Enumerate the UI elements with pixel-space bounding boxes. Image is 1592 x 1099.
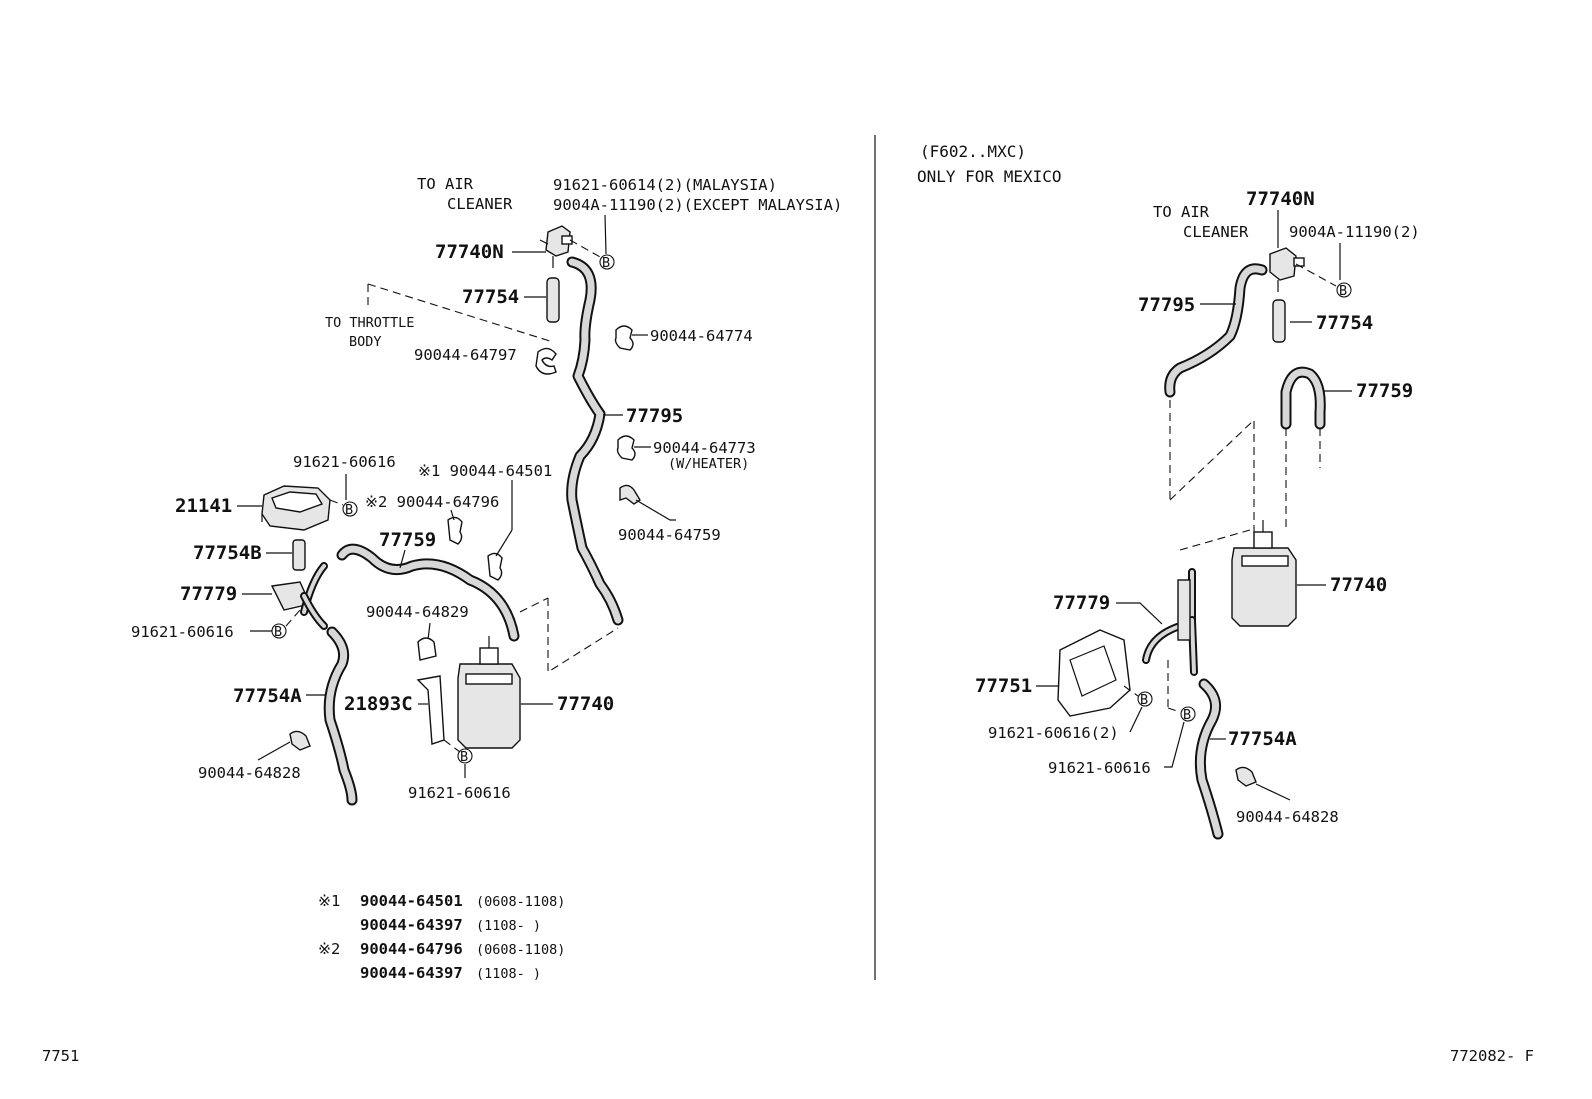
clip-90044-64774-part [614,325,634,351]
clip-90044-64828-part [289,730,311,751]
label-77759-right: 77759 [1356,380,1413,402]
label-to-air-cleaner-right-2: CLEANER [1183,223,1249,241]
left-section: TO AIR CLEANER 91621-60614(2)(MALAYSIA) … [131,175,842,982]
label-77754: 77754 [462,286,519,308]
footnote-1-part: 90044-64501 [360,892,463,910]
hose-77795-right-part [1164,263,1268,398]
hose-77754B-part [292,539,306,571]
label-77795-right: 77795 [1138,294,1195,316]
clip-90044-64773-part [616,435,636,461]
bolt-b-letter: B [1140,692,1148,708]
bolt-b-letter: B [1183,707,1191,723]
label-to-throttle-body-2: BODY [349,334,382,350]
bracket-21893C-part [416,675,445,745]
label-variant-note: ONLY FOR MEXICO [917,167,1062,186]
label-77754A-right: 77754A [1228,728,1297,750]
footnote-3-part: 90044-64796 [360,940,463,958]
label-to-air-cleaner-right-1: TO AIR [1153,203,1210,221]
label-9004A-11190-right: 9004A-11190(2) [1289,223,1420,241]
hose-77754-right-part [1272,299,1286,343]
bolt-b-letter: B [345,502,353,518]
label-9004A-11190: 9004A-11190(2)(EXCEPT MALAYSIA) [553,196,842,214]
label-77754B: 77754B [193,542,262,564]
clip-90044-64828-right-part [1235,766,1257,787]
label-77759: 77759 [379,529,436,551]
label-77795: 77795 [626,405,683,427]
footnote-4-part: 90044-64397 [360,964,463,982]
label-91621-60616-2-right: 91621-60616(2) [988,724,1119,742]
label-77751: 77751 [975,675,1032,697]
label-90044-64773: 90044-64773 [653,439,756,457]
label-90044-64797: 90044-64797 [414,346,517,364]
label-90044-64828: 90044-64828 [198,764,301,782]
bolt-b-letter: B [602,255,610,271]
footnotes: ※1 90044-64501 (0608-1108) 90044-64397 (… [318,892,565,982]
label-variant-code: (F602..MXC) [920,142,1026,161]
sensor-21141-part [261,485,331,531]
footnote-4-range: (1108- ) [476,966,541,982]
label-90044-64759: 90044-64759 [618,526,721,544]
label-w-heater: (W/HEATER) [668,456,749,472]
bolt-b-letter: B [1339,283,1347,299]
bolt-b-letter: B [274,624,282,640]
footnote-1-mark: ※1 [318,892,340,910]
clip-mark1-part [487,552,503,581]
footer-drawing-code: 772082- F [1450,1047,1534,1065]
bracket-77751-part [1057,629,1131,717]
label-77779-right: 77779 [1053,592,1110,614]
label-77740N: 77740N [435,241,504,263]
label-91621-60616-right: 91621-60616 [1048,759,1151,777]
label-to-throttle-body-1: TO THROTTLE [325,315,414,331]
pipe-77779-right-part [1142,568,1198,676]
clip-90044-64829-part [417,637,437,661]
label-90044-64774: 90044-64774 [650,327,753,345]
bolt-b-marker [599,254,615,270]
footnote-3-range: (0608-1108) [476,942,565,958]
label-91621-60616-bottom: 91621-60616 [408,784,511,802]
label-77740N-right: 77740N [1246,188,1315,210]
label-21893C: 21893C [344,693,413,715]
label-mark2: ※2 90044-64796 [365,493,499,511]
label-mark1: ※1 90044-64501 [418,462,552,480]
label-21141: 21141 [175,495,232,517]
label-77740: 77740 [557,693,614,715]
footnote-2-range: (1108- ) [476,918,541,934]
label-to-air-cleaner-1: TO AIR [417,175,474,193]
label-91621-60616-mid: 91621-60616 [131,623,234,641]
label-91621-60616-top: 91621-60616 [293,453,396,471]
pipe-77779-part [270,562,328,630]
label-91621-60614: 91621-60614(2)(MALAYSIA) [553,176,777,194]
hose-77754-part [546,277,560,323]
footer-page-ref: 7751 [42,1047,79,1065]
label-90044-64828-right: 90044-64828 [1236,808,1339,826]
label-77754A: 77754A [233,685,302,707]
vsv-77740N-part [539,225,573,268]
bolt-b-letter: B [460,749,468,765]
label-90044-64829: 90044-64829 [366,603,469,621]
footnote-1-range: (0608-1108) [476,894,565,910]
label-77754-right: 77754 [1316,312,1373,334]
footnote-2-part: 90044-64397 [360,916,463,934]
label-77779: 77779 [180,583,237,605]
right-section: (F602..MXC) ONLY FOR MEXICO 77740N TO AI… [917,142,1420,840]
canister-77740-right-part [1231,520,1297,627]
clip-90044-64797-part [535,347,557,375]
clip-90044-64759-part [619,484,641,505]
canister-77740-part [457,636,521,749]
label-77740-right: 77740 [1330,574,1387,596]
clip-mark2-part [447,516,463,545]
vsv-77740N-right-part [1269,247,1297,281]
footnote-3-mark: ※2 [318,940,340,958]
label-to-air-cleaner-2: CLEANER [447,195,513,213]
